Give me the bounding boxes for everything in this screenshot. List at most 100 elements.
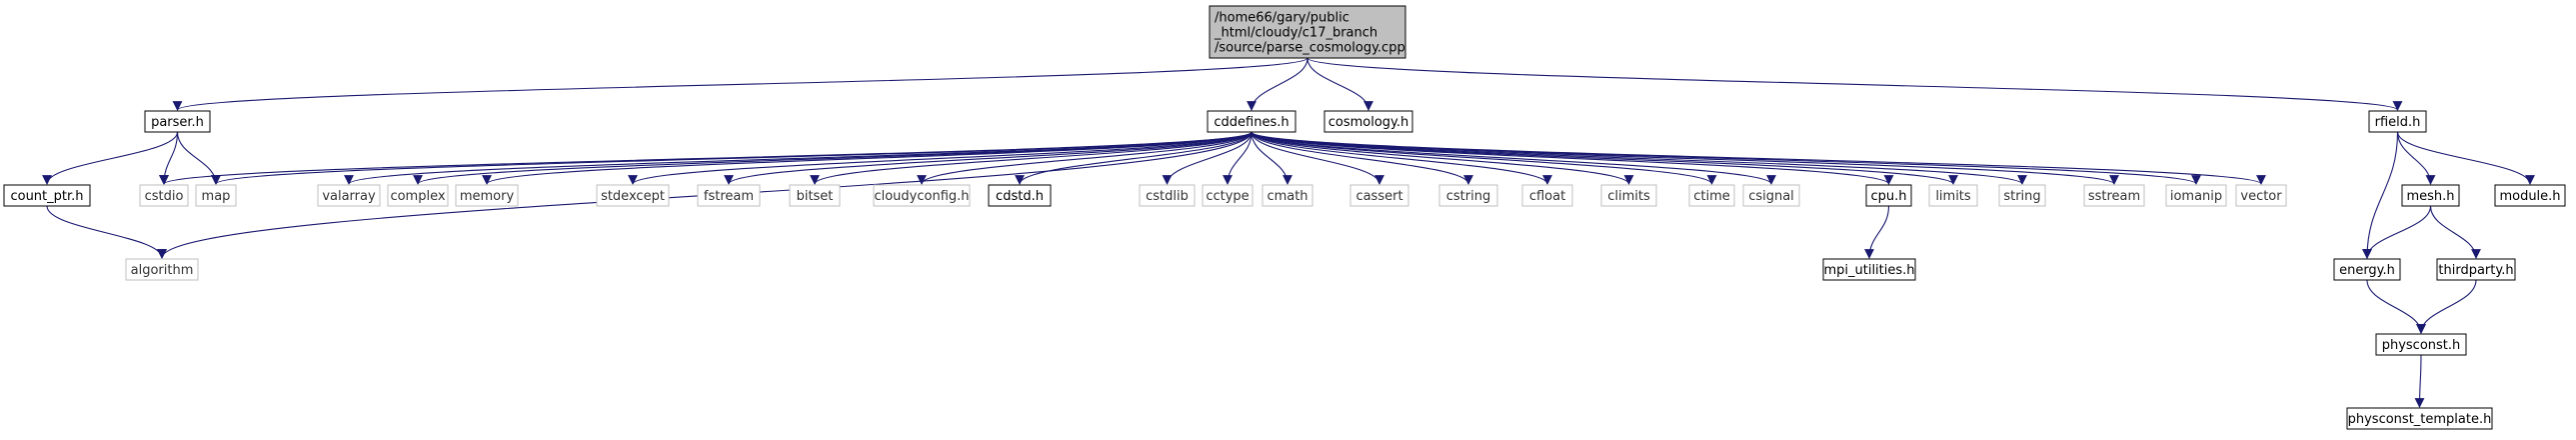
- node-mpi-utilities-h[interactable]: mpi_utilities.h: [1822, 258, 1916, 281]
- node-box: [139, 184, 189, 207]
- node-box: [873, 184, 971, 207]
- node-box: [144, 110, 211, 133]
- node-label: algorithm: [131, 263, 194, 278]
- node-label: bitset: [797, 189, 834, 204]
- node-box: [1742, 184, 1800, 207]
- node-box: [1688, 184, 1735, 207]
- node-cassert: cassert: [1349, 184, 1409, 207]
- node-complex: complex: [387, 184, 449, 207]
- edge-cddefines_h-to-cctype: [1223, 131, 1253, 185]
- node-label: rfield.h: [2375, 115, 2421, 130]
- edge-count_ptr_h-to-algorithm: [46, 205, 167, 259]
- edge-cddefines_h-to-memory: [482, 131, 1253, 185]
- node-box: [195, 184, 237, 207]
- node-rfield-h[interactable]: rfield.h: [2368, 110, 2427, 133]
- edge-root-to-rfield_h: [1306, 57, 2403, 111]
- edge-cddefines_h-to-string: [1251, 131, 2027, 185]
- node-label: ctime: [1693, 189, 1730, 204]
- node-box: [789, 184, 841, 207]
- node-physconst-template-h[interactable]: physconst_template.h: [2346, 407, 2493, 430]
- node-physconst-h[interactable]: physconst.h: [2375, 333, 2467, 356]
- node-count-ptr-h[interactable]: count_ptr.h: [3, 184, 91, 207]
- edge-energy_h-to-physconst_h: [2366, 279, 2426, 334]
- edge-cddefines_h-to-cpu_h: [1251, 131, 1894, 185]
- node-box: [2368, 110, 2427, 133]
- node-map: map: [195, 184, 237, 207]
- node-label: mpi_utilities.h: [1823, 263, 1914, 278]
- node-cstring: cstring: [1438, 184, 1498, 207]
- node-label: complex: [390, 189, 445, 204]
- node-box: [2333, 258, 2401, 281]
- node-box: [455, 184, 519, 207]
- node-cloudyconfig-h: cloudyconfig.h: [873, 184, 971, 207]
- edge-cddefines_h-to-cfloat: [1251, 131, 1552, 185]
- node-label: cloudyconfig.h: [874, 189, 969, 204]
- edge-root-to-cosmology_h: [1306, 57, 1373, 111]
- node-label: cosmology.h: [1328, 115, 1409, 130]
- edge-cddefines_h-to-cstdlib: [1162, 131, 1253, 185]
- node-module-h[interactable]: module.h: [2494, 184, 2566, 207]
- node-root[interactable]: /home66/gary/public_html/cloudy/c17_bran…: [1209, 5, 1406, 59]
- node-label: stdexcept: [601, 189, 665, 204]
- node-cpu-h[interactable]: cpu.h: [1865, 184, 1912, 207]
- node-label: cfloat: [1529, 189, 1565, 204]
- edge-cddefines_h-to-cdstd_h: [1015, 131, 1253, 185]
- node-box: [1209, 5, 1406, 59]
- node-label: fstream: [704, 189, 754, 204]
- node-label: /source/parse_cosmology.cpp: [1215, 41, 1405, 56]
- node-box: [125, 258, 199, 281]
- node-ctime: ctime: [1688, 184, 1735, 207]
- node-valarray: valarray: [317, 184, 381, 207]
- node-box: [1600, 184, 1657, 207]
- edge-mesh_h-to-thirdparty_h: [2429, 205, 2481, 259]
- edge-rfield_h-to-mesh_h: [2396, 131, 2436, 185]
- node-cstdlib: cstdlib: [1139, 184, 1196, 207]
- node-iomanip: iomanip: [2165, 184, 2227, 207]
- edge-cddefines_h-to-cstring: [1251, 131, 1473, 185]
- node-box: [596, 184, 670, 207]
- node-label: _html/cloudy/c17_branch: [1214, 26, 1377, 41]
- node-label: parser.h: [151, 115, 204, 130]
- node-box: [3, 184, 91, 207]
- node-cosmology-h[interactable]: cosmology.h: [1323, 110, 1413, 133]
- node-box: [2494, 184, 2566, 207]
- node-box: [1521, 184, 1573, 207]
- node-box: [1998, 184, 2046, 207]
- node-label: cstdio: [145, 189, 184, 204]
- edge-cddefines_h-to-bitset: [810, 131, 1253, 185]
- node-algorithm: algorithm: [125, 258, 199, 281]
- node-label: mesh.h: [2406, 189, 2454, 204]
- node-label: thirdparty.h: [2438, 263, 2513, 278]
- edge-cddefines_h-to-cassert: [1251, 131, 1384, 185]
- node-fstream: fstream: [697, 184, 761, 207]
- edge-root-to-parser_h: [172, 57, 1308, 111]
- node-label: energy.h: [2339, 263, 2395, 278]
- node-box: [387, 184, 449, 207]
- node-box: [1438, 184, 1498, 207]
- edge-cddefines_h-to-fstream: [724, 131, 1253, 185]
- node-label: csignal: [1748, 189, 1794, 204]
- edge-cddefines_h-to-stdexcept: [628, 131, 1253, 185]
- node-label: sstream: [2088, 189, 2140, 204]
- node-box: [2346, 407, 2493, 430]
- node-box: [1202, 184, 1254, 207]
- node-parser-h[interactable]: parser.h: [144, 110, 211, 133]
- node-cmath: cmath: [1262, 184, 1313, 207]
- node-box: [1865, 184, 1912, 207]
- node-box: [1928, 184, 1978, 207]
- node-vector: vector: [2235, 184, 2287, 207]
- node-cdstd-h[interactable]: cdstd.h: [988, 184, 1052, 207]
- node-label: cddefines.h: [1214, 115, 1288, 130]
- node-cddefines-h[interactable]: cddefines.h: [1207, 110, 1296, 133]
- node-energy-h[interactable]: energy.h: [2333, 258, 2401, 281]
- node-thirdparty-h[interactable]: thirdparty.h: [2436, 258, 2516, 281]
- node-string: string: [1998, 184, 2046, 207]
- node-label: physconst.h: [2382, 338, 2461, 353]
- edge-cddefines_h-to-csignal: [1251, 131, 1776, 185]
- node-label: cassert: [1355, 189, 1402, 204]
- node-label: limits: [1935, 189, 1971, 204]
- edge-cddefines_h-to-ctime: [1251, 131, 1717, 185]
- node-mesh-h[interactable]: mesh.h: [2401, 184, 2460, 207]
- node-label: cpu.h: [1870, 189, 1906, 204]
- node-label: /home66/gary/public: [1215, 11, 1349, 26]
